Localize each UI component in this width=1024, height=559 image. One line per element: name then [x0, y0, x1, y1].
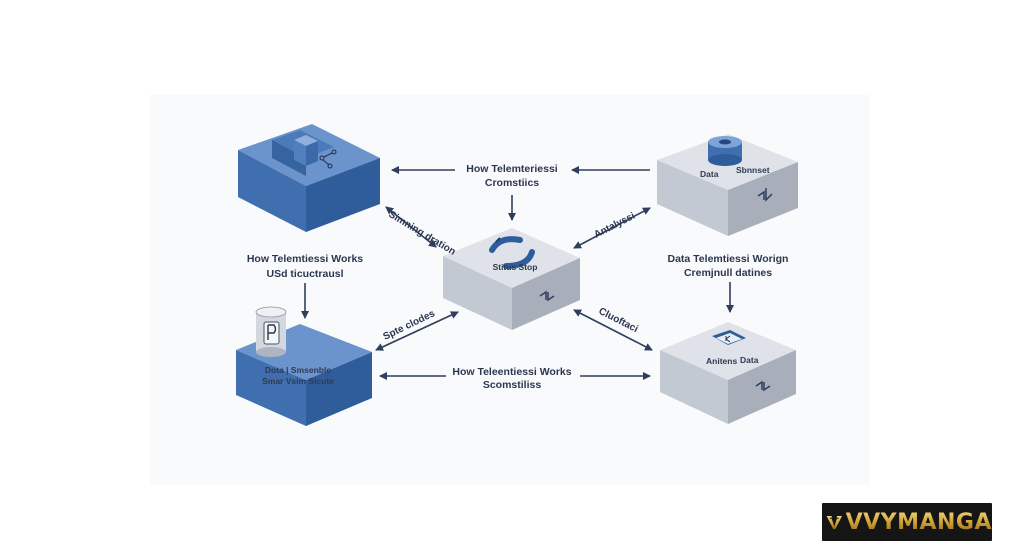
center-block-label: Stitus Stop: [493, 262, 538, 272]
database-icon: [255, 306, 287, 357]
watermark-logo-icon: [826, 515, 842, 530]
transfer-mark-icon: [757, 188, 773, 202]
arrow-left-top-to-center: [385, 206, 437, 248]
storage-disk-icon: [708, 136, 742, 166]
right-top-block: Data Sbnnset: [657, 134, 798, 236]
arrow-center-left-bottom: [375, 311, 459, 351]
left-label-title: How Telemtiessi Works: [247, 253, 363, 265]
right-label-title: Data Telemtiessi Worign: [668, 253, 789, 265]
network-node-icon: [319, 149, 337, 169]
watermark-badge: VVYMANGA: [822, 503, 992, 541]
arrows: [301, 166, 734, 380]
left-label-subtitle: USd ticuctrausl: [266, 268, 343, 280]
right-bottom-block: Anitens Data: [660, 322, 796, 424]
arrow-center-right-top: [573, 207, 651, 249]
top-label-subtitle: Cromstiics: [485, 177, 539, 189]
right-label-subtitle: Cremjnull datines: [684, 267, 772, 279]
left-top-block: [238, 124, 380, 232]
watermark-text: VVYMANGA: [845, 509, 992, 535]
sync-icon: [489, 236, 535, 269]
bottom-label-title: How Teleentiessi Works: [452, 366, 571, 378]
left-bottom-line1: Dota | Smsenble: [265, 365, 331, 375]
right-top-label1: Data: [700, 169, 719, 179]
bottom-label-subtitle: Scomstiliss: [483, 379, 542, 391]
monitor-icon: [712, 330, 746, 345]
arrow-center-right-bottom: [573, 309, 653, 351]
right-bottom-label2: Data: [740, 355, 759, 365]
right-bottom-label1: Anitens: [706, 356, 737, 366]
center-block: Stitus Stop: [443, 228, 580, 330]
left-bottom-block: Dota | Smsenble Smar Vsim Sicute: [236, 306, 372, 426]
transfer-mark-icon: [755, 380, 771, 392]
left-bottom-line2: Smar Vsim Sicute: [262, 376, 334, 386]
top-label-title: How Telemteriessi: [466, 163, 558, 175]
transfer-mark-icon: [539, 290, 555, 302]
cube-icon: [294, 135, 318, 166]
right-top-label2: Sbnnset: [736, 165, 770, 175]
